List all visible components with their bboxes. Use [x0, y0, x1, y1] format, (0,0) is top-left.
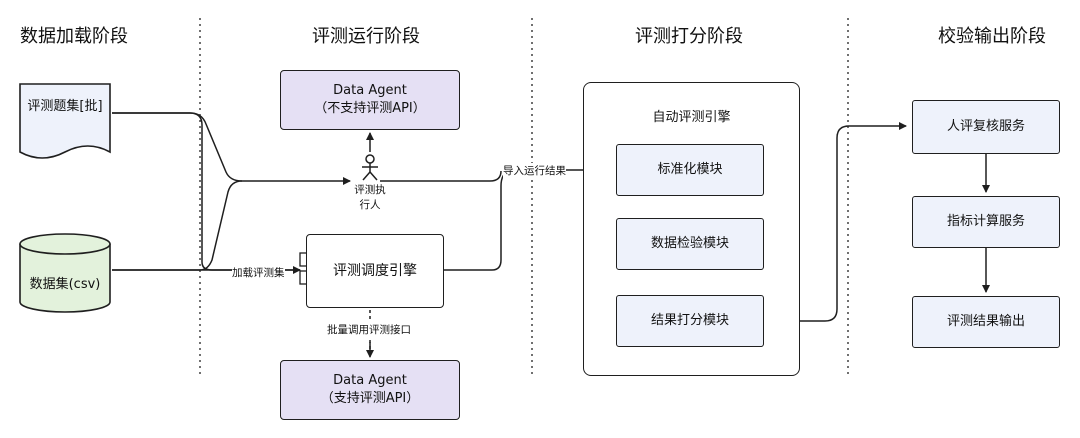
scheduler-engine: 评测调度引擎 — [306, 234, 444, 308]
normalize-module: 标准化模块 — [616, 144, 764, 196]
edge-label-load: 加载评测集 — [232, 265, 285, 280]
stage-eval-running: 评测运行阶段 — [312, 26, 420, 47]
actor-icon — [362, 154, 378, 181]
question-set-shape — [19, 83, 111, 159]
metrics-service: 指标计算服务 — [912, 196, 1060, 248]
data-agent-with-api: Data Agent （支持评测API） — [280, 360, 460, 420]
stage-data-loading: 数据加载阶段 — [20, 26, 128, 47]
actor-label: 评测执 行人 — [354, 184, 386, 212]
question-set-node: 评测题集[批] — [27, 99, 103, 114]
scoring-module: 结果打分模块 — [616, 295, 764, 347]
data-agent-no-api: Data Agent （不支持评测API） — [280, 70, 460, 130]
edge-label-import: 导入运行结果 — [503, 163, 566, 178]
dataset-shape — [19, 244, 111, 313]
result-output: 评测结果输出 — [912, 296, 1060, 348]
auto-eval-engine-title: 自动评测引擎 — [652, 110, 731, 125]
dataset-node: 数据集(csv) — [29, 277, 101, 292]
data-check-module: 数据检验模块 — [616, 218, 764, 270]
stage-verify-output: 校验输出阶段 — [938, 26, 1046, 47]
stage-eval-scoring: 评测打分阶段 — [635, 26, 743, 47]
human-review-service: 人评复核服务 — [912, 100, 1060, 154]
edge-label-batch-call: 批量调用评测接口 — [327, 322, 411, 337]
